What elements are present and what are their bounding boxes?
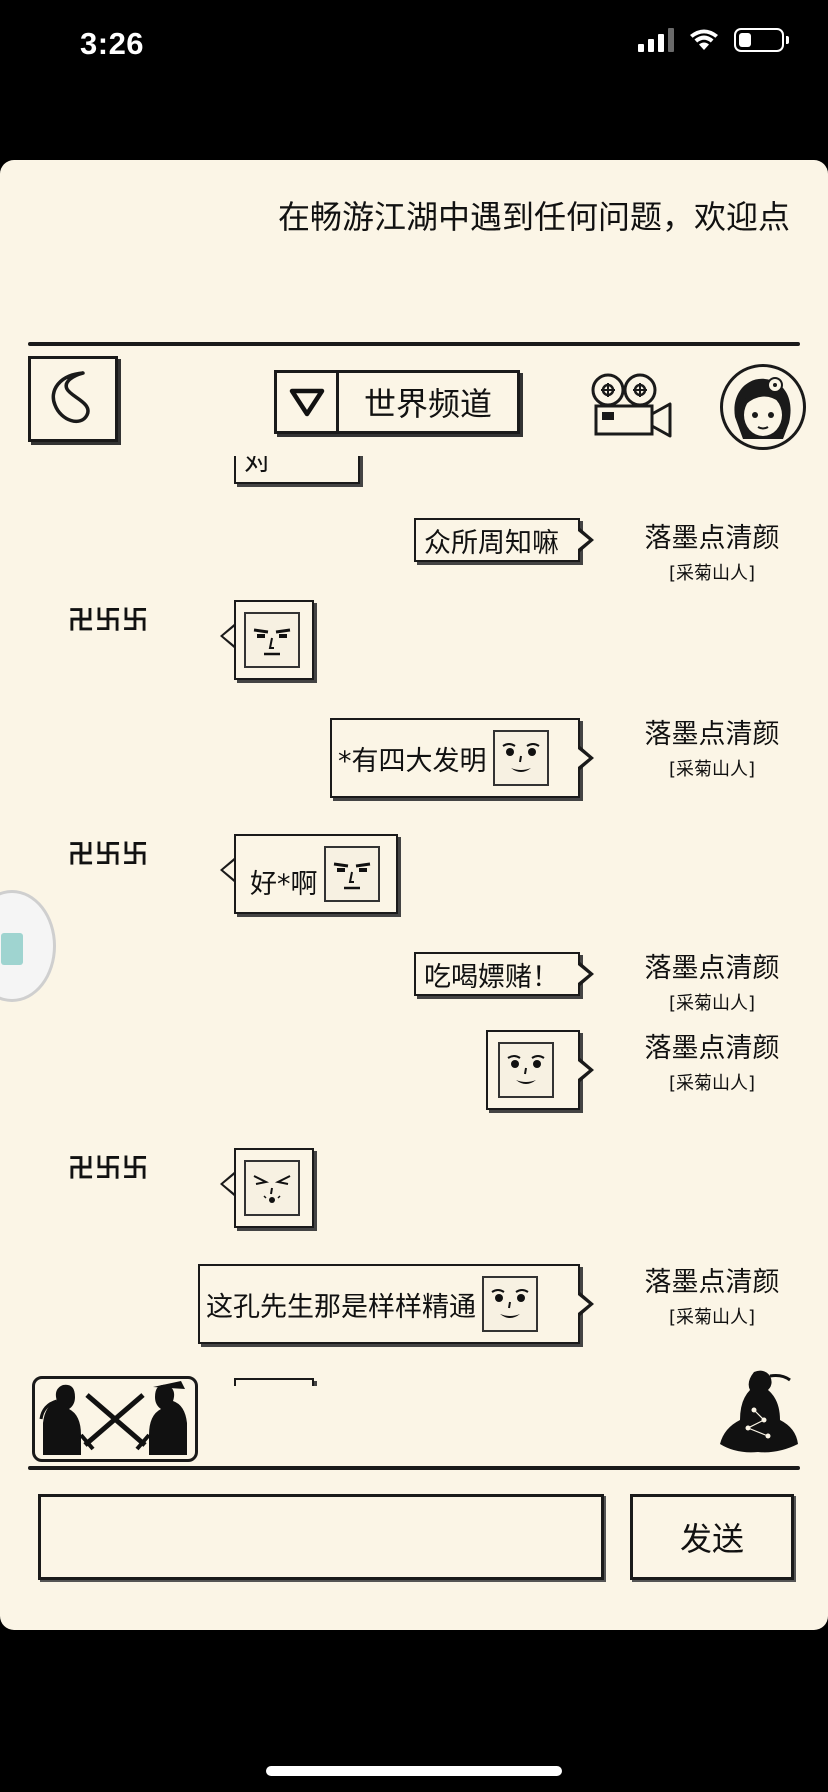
message-bubble: 吃喝嫖赌！	[414, 952, 594, 996]
avatar[interactable]	[720, 364, 806, 450]
happy-face-emoji	[498, 1042, 554, 1098]
message-bubble: 这孔先生那是样样精通	[198, 1264, 594, 1344]
message-bubble	[220, 1148, 314, 1228]
message-sender[interactable]: 落墨点清颜 [采菊山人]	[632, 946, 792, 1015]
sender-title: [采菊山人]	[668, 563, 756, 584]
sender-name[interactable]: 卍卐卐	[68, 606, 150, 636]
back-icon	[51, 371, 90, 424]
sender-title: [采菊山人]	[668, 1073, 756, 1094]
battery-icon	[734, 28, 789, 52]
chat-input[interactable]	[38, 1494, 604, 1580]
channel-dropdown-toggle[interactable]	[277, 373, 339, 431]
message-sender[interactable]: 落墨点清颜 [采菊山人]	[632, 1260, 792, 1329]
happy-face-emoji	[492, 730, 549, 786]
status-icons	[638, 28, 789, 52]
send-button[interactable]: 发送	[630, 1494, 794, 1580]
message-text: *有四大发明	[338, 745, 487, 777]
game-panel: 在畅游江湖中遇到任何问题，欢迎点 世界频道	[0, 160, 828, 1630]
sender-title: [采菊山人]	[668, 993, 756, 1014]
footer-divider	[28, 1466, 800, 1470]
camera-icon[interactable]	[588, 368, 676, 446]
message-bubble: 众所周知嘛	[414, 518, 594, 562]
stern-face-emoji	[244, 612, 300, 668]
wifi-icon	[690, 29, 718, 50]
message-bubble-partial: 对	[234, 456, 360, 484]
sender-name: 落墨点清颜	[644, 719, 780, 750]
event-icon	[1, 933, 23, 965]
dropdown-triangle-icon	[289, 388, 324, 417]
battle-button[interactable]	[32, 1376, 198, 1462]
sender-name[interactable]: 卍卐卐	[68, 840, 150, 870]
message-text: 对	[244, 456, 271, 477]
battery-fill	[739, 33, 751, 47]
home-indicator[interactable]	[266, 1766, 562, 1776]
signal-icon	[638, 28, 674, 52]
message-sender[interactable]: 落墨点清颜 [采菊山人]	[632, 712, 792, 781]
battle-icon	[39, 1381, 187, 1455]
sender-name[interactable]: 卍卐卐	[68, 1154, 150, 1184]
message-bubble-partial	[234, 1378, 314, 1386]
side-event-badge[interactable]	[0, 890, 56, 1002]
meditate-icon[interactable]	[718, 1366, 800, 1458]
squint-face-emoji	[244, 1160, 300, 1216]
chat-area[interactable]: 对 众所周知嘛 落墨点清颜 [采菊山人] 卍卐卐	[0, 456, 828, 1386]
status-bar: 3:26	[0, 0, 828, 100]
sender-name: 落墨点清颜	[644, 1033, 780, 1064]
message-text: 这孔先生那是样样精通	[206, 1291, 476, 1323]
message-sender[interactable]: 落墨点清颜 [采菊山人]	[632, 516, 792, 585]
message-text: 好*啊	[250, 868, 318, 900]
message-bubble	[486, 1030, 594, 1110]
message-text: 吃喝嫖赌！	[424, 961, 559, 993]
status-time: 3:26	[80, 26, 145, 61]
sender-name: 落墨点清颜	[644, 523, 780, 554]
channel-selector[interactable]: 世界频道	[274, 370, 520, 434]
avatar-icon	[734, 377, 791, 439]
message-text: 众所周知嘛	[424, 527, 559, 559]
channel-label: 世界频道	[363, 385, 492, 423]
happy-face-emoji	[482, 1276, 538, 1332]
announcement-marquee: 在畅游江湖中遇到任何问题，欢迎点	[278, 198, 791, 236]
message-sender[interactable]: 落墨点清颜 [采菊山人]	[632, 1026, 792, 1095]
sender-name: 落墨点清颜	[644, 953, 780, 984]
sender-title: [采菊山人]	[668, 1307, 756, 1328]
stern-face-emoji	[323, 846, 380, 902]
sender-name: 落墨点清颜	[644, 1267, 780, 1298]
header-divider	[28, 342, 800, 346]
message-bubble: 好*啊	[220, 834, 398, 914]
message-bubble: *有四大发明	[330, 718, 594, 798]
message-bubble	[220, 600, 314, 680]
back-button[interactable]	[28, 356, 118, 442]
sender-title: [采菊山人]	[668, 759, 756, 780]
